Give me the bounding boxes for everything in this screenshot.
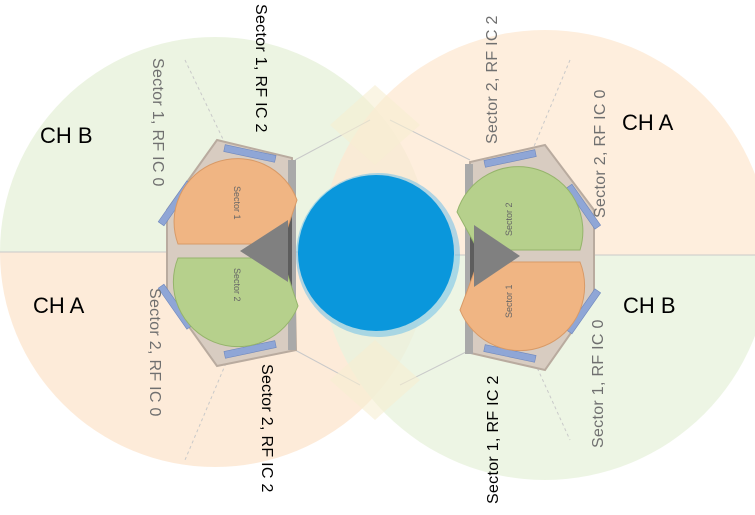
right-sector-bottom-wedge <box>459 261 586 352</box>
overlap-top-region <box>330 85 420 165</box>
right-antenna-bar-1 <box>483 149 537 168</box>
left-sector-top-wedge <box>173 158 298 245</box>
right-sector-bottom-label: Sector 1 <box>504 284 514 318</box>
overlap-bottom-region <box>330 340 420 420</box>
left-sector-bottom-wedge <box>172 257 299 348</box>
right-device: Sector 2 Sector 1 <box>456 143 602 372</box>
label-left-top-outer: Sector 1, RF IC 2 <box>252 4 269 133</box>
label-right-top-inner: Sector 2, RF IC 0 <box>592 89 609 218</box>
left-sector-bottom-label: Sector 2 <box>232 268 242 302</box>
label-left-top-inner: Sector 1, RF IC 0 <box>149 58 166 187</box>
channel-label-right-top: CH A <box>622 110 674 135</box>
right-antenna-bar-2 <box>565 183 602 230</box>
label-left-bottom-inner: Sector 2, RF IC 0 <box>146 288 163 417</box>
right-device-triangle <box>474 225 520 287</box>
left-device-triangle <box>240 220 288 282</box>
right-sector-top-label: Sector 2 <box>504 202 514 236</box>
left-antenna-bar-1 <box>223 144 277 163</box>
center-object <box>296 173 460 337</box>
label-left-bottom-outer: Sector 2, RF IC 2 <box>258 364 275 493</box>
channel-label-left-bottom: CH A <box>33 293 85 318</box>
center-blue-circle <box>298 175 454 331</box>
channel-label-left-top: CH B <box>40 123 93 148</box>
label-right-bottom-inner: Sector 1, RF IC 0 <box>590 319 607 448</box>
right-device-edge <box>465 164 473 354</box>
right-sector-top-wedge <box>456 166 584 251</box>
left-sector-top-label: Sector 1 <box>232 186 242 220</box>
channel-label-right-bottom: CH B <box>623 293 676 318</box>
left-device: Sector 1 Sector 2 <box>157 138 299 368</box>
label-right-bottom-outer: Sector 1, RF IC 2 <box>485 375 502 504</box>
label-right-top-outer: Sector 2, RF IC 2 <box>484 15 501 144</box>
